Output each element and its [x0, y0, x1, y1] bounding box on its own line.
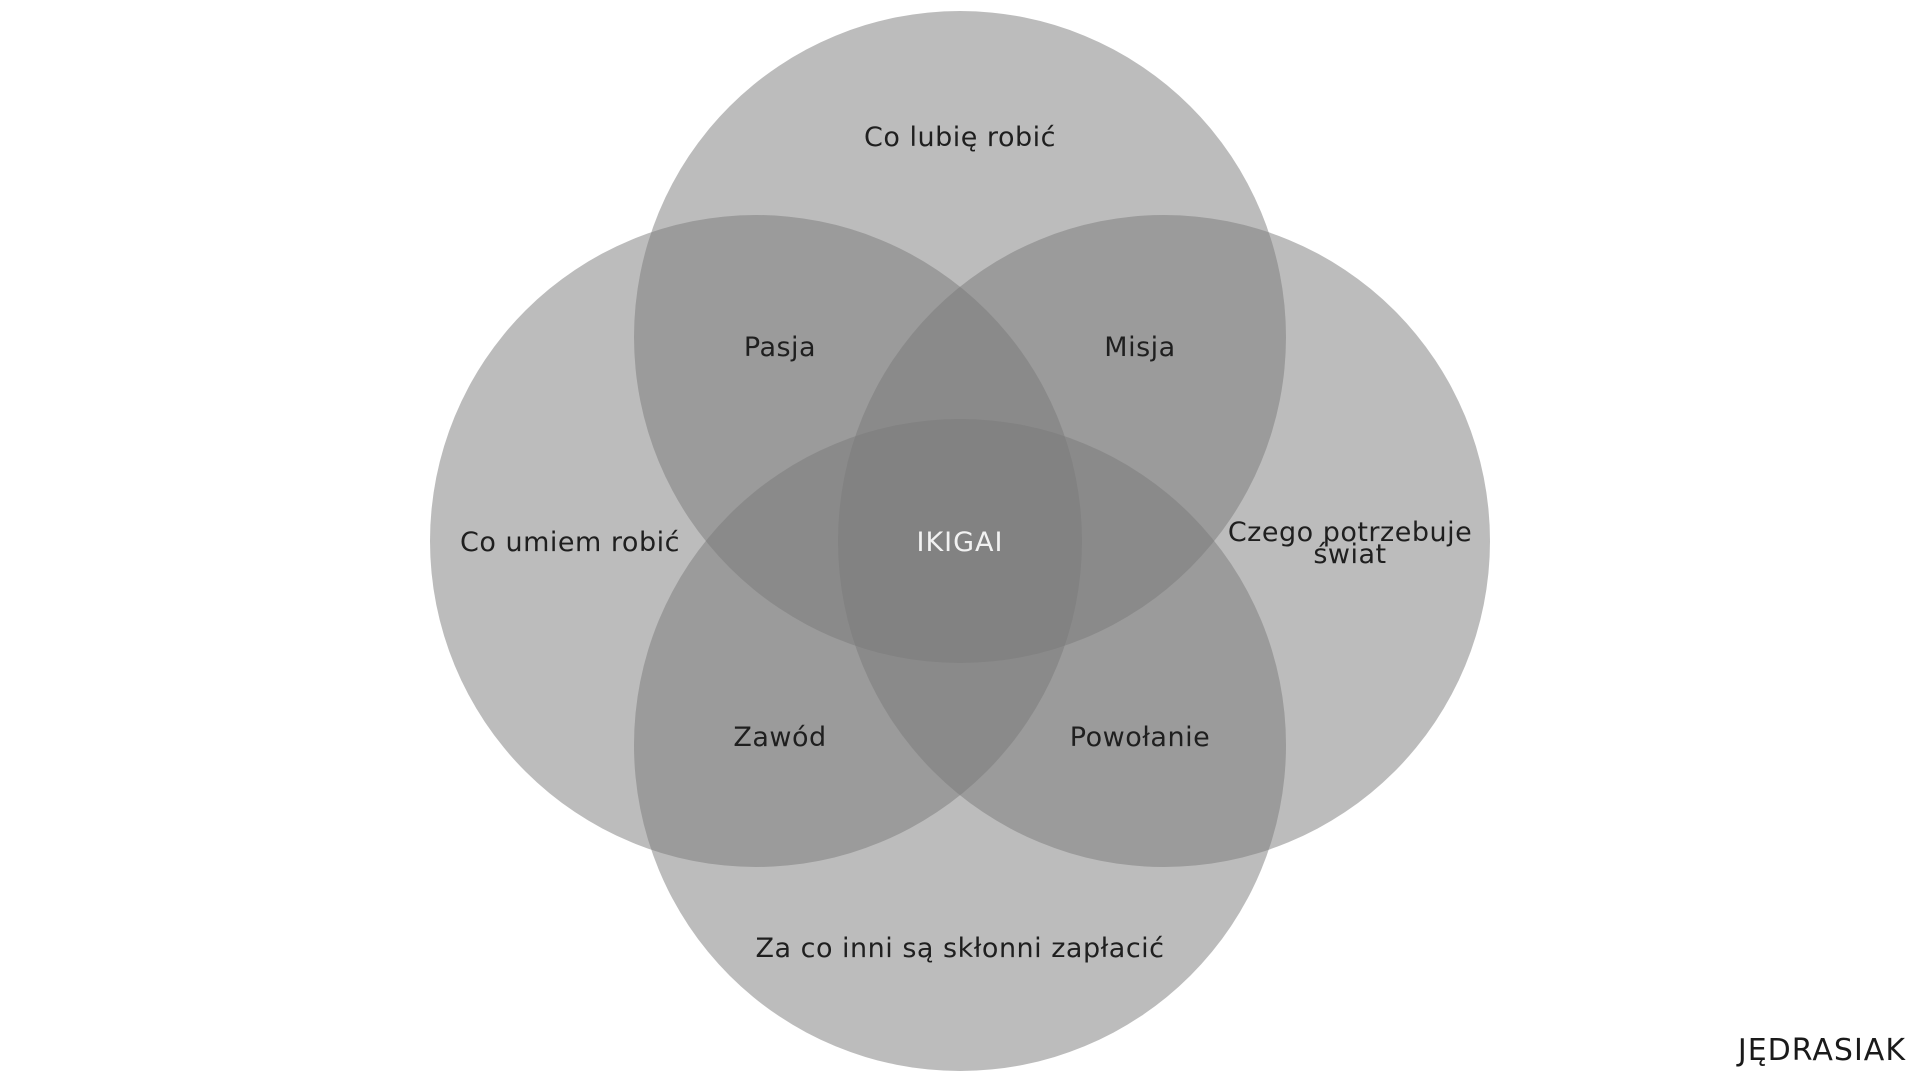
label-pasja: Pasja — [744, 332, 816, 363]
label-co-umiem-robic: Co umiem robić — [460, 527, 680, 558]
circle-za-co-inni-zaplaca — [634, 419, 1286, 1071]
label-ikigai: IKIGAI — [917, 527, 1004, 558]
label-czego-potrzebuje-line2: świat — [1313, 539, 1386, 570]
label-za-co-inni-zaplaca: Za co inni są skłonni zapłacić — [755, 933, 1164, 964]
brand-logo-text: JĘDRASIAK — [1737, 1033, 1906, 1068]
label-powolanie: Powołanie — [1070, 722, 1210, 753]
label-misja: Misja — [1104, 332, 1175, 363]
label-czego-potrzebuje-line1: Czego potrzebuje — [1228, 517, 1472, 548]
label-zawod: Zawód — [733, 722, 826, 753]
label-co-lubie-robic: Co lubię robić — [864, 122, 1056, 153]
